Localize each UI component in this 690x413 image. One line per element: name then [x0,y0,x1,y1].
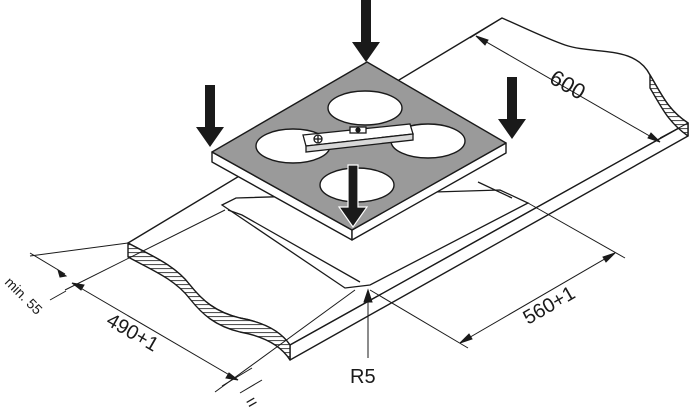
dimension-label-min-clearance: min. 55 [2,274,46,318]
down-arrow-icon [196,85,224,147]
dimension-560 [369,202,626,349]
dimension-min55 [29,242,129,301]
down-arrow-icon [498,77,526,139]
cooking-zone-back [327,90,403,126]
dimension-label-cutout-width: 560+1 [520,282,580,329]
worktop-cut-edge [127,242,291,361]
dimension-label-corner-radius: R5 [350,366,376,388]
spirit-level-icon [302,123,414,153]
down-arrow-icon [352,0,380,62]
dimension-600 [469,17,689,143]
equal-callout [221,367,263,394]
radius-callout [363,288,373,358]
worktop-right-cut-edge [649,74,689,137]
dimension-label-equal: = [242,391,261,413]
down-arrow-icon [337,164,369,229]
press-arrows [196,0,526,229]
dimension-label-cutout-depth: 490+1 [103,309,163,356]
